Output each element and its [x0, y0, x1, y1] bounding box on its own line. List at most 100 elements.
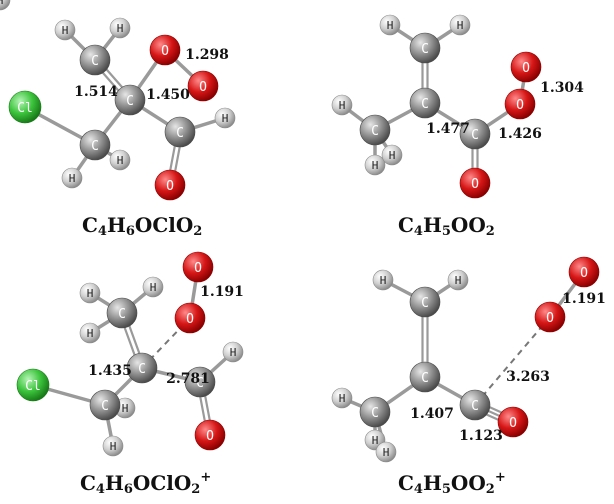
atom-label: H — [339, 392, 346, 405]
atom-c: C — [409, 87, 441, 119]
atom-c: C — [79, 44, 111, 76]
atom-o: O — [459, 167, 491, 199]
atom-label: C — [138, 362, 146, 377]
formula-part: + — [494, 470, 506, 485]
formula-part: 5 — [441, 482, 451, 497]
bond-length-label: 1.514 — [74, 84, 118, 100]
formula-part: OClO — [134, 213, 194, 237]
bond-length-label: 2.781 — [166, 371, 210, 387]
atom-h: H — [447, 269, 469, 291]
atom-o: O — [497, 406, 529, 438]
atom-label: H — [230, 346, 237, 359]
atom-label: O — [471, 177, 479, 192]
atom-h: H — [214, 107, 236, 129]
atom-o: O — [504, 88, 536, 120]
atom-label: C — [118, 307, 126, 322]
atom-o: O — [187, 70, 219, 102]
formula-part: H — [422, 213, 442, 237]
atom-label: C — [471, 399, 479, 414]
atom-c: C — [359, 114, 391, 146]
bond-length-label: 1.435 — [88, 363, 132, 379]
atom-h: H — [379, 14, 401, 36]
formula-part: 6 — [123, 482, 133, 497]
atom-label: C — [176, 126, 184, 141]
formula-part: 4 — [97, 224, 107, 239]
atom-label: H — [372, 434, 379, 447]
atom-label: C — [421, 296, 429, 311]
caption-c4h5oo2: C4H5OO2 — [398, 213, 495, 239]
atom-label: O — [199, 80, 207, 95]
atom-c: C — [459, 118, 491, 150]
caption-c4h6oclo2-cation: C4H6OClO2+ — [80, 470, 211, 497]
atom-h: H — [61, 167, 83, 189]
atom-label: O — [522, 61, 530, 76]
atom-label: C — [471, 128, 479, 143]
caption-c4h6oclo2: C4H6OClO2 — [82, 213, 202, 239]
atom-label: O — [194, 261, 202, 276]
bond-length-label: 1.407 — [410, 406, 454, 422]
atom-label: C — [421, 97, 429, 112]
atom-label: H — [383, 446, 390, 459]
atom-o: O — [194, 419, 226, 451]
atom-h: H — [0, 0, 11, 11]
atom-c: C — [79, 129, 111, 161]
formula-part: 2 — [485, 224, 495, 239]
atom-h: H — [449, 14, 471, 36]
formula-part: 2 — [191, 482, 201, 497]
atom-h: H — [102, 435, 124, 457]
atom-label: H — [0, 0, 3, 7]
formula-part: C — [398, 471, 414, 495]
atom-c: C — [164, 116, 196, 148]
atom-c: C — [106, 297, 138, 329]
atom-label: Cl — [17, 101, 33, 116]
formula-part: H — [422, 471, 442, 495]
bond-length-label: 3.263 — [506, 369, 550, 385]
atom-label: Cl — [25, 379, 41, 394]
atom-label: C — [371, 406, 379, 421]
atom-c: C — [459, 389, 491, 421]
atom-c: C — [409, 361, 441, 393]
atom-c: C — [359, 396, 391, 428]
atom-label: O — [186, 312, 194, 327]
formula-part: 4 — [413, 482, 423, 497]
bond-length-label: 1.304 — [540, 80, 584, 96]
atom-label: H — [87, 287, 94, 300]
atom-c: C — [114, 84, 146, 116]
atom-label: C — [101, 399, 109, 414]
formula-part: OClO — [132, 471, 192, 495]
atom-label: H — [380, 274, 387, 287]
atom-h: H — [79, 322, 101, 344]
atom-label: H — [389, 149, 396, 162]
atom-label: H — [117, 22, 124, 35]
atom-label: O — [161, 44, 169, 59]
atom-h: H — [142, 276, 164, 298]
atom-label: H — [387, 19, 394, 32]
atom-h: H — [381, 144, 403, 166]
atom-label: H — [117, 154, 124, 167]
atom-label: O — [509, 416, 517, 431]
atom-label: H — [122, 402, 129, 415]
atom-label: O — [546, 311, 554, 326]
atom-o: O — [182, 251, 214, 283]
bond-length-label: 1.450 — [146, 87, 190, 103]
atom-label: H — [222, 112, 229, 125]
atom-h: H — [331, 387, 353, 409]
formula-part: 6 — [125, 224, 135, 239]
formula-part: OO — [450, 213, 486, 237]
atom-cl: Cl — [16, 368, 50, 402]
atom-o: O — [534, 301, 566, 333]
atom-h: H — [375, 441, 397, 463]
atom-label: H — [69, 172, 76, 185]
atom-h: H — [79, 282, 101, 304]
atom-o: O — [510, 51, 542, 83]
atom-label: H — [87, 327, 94, 340]
formula-part: + — [200, 470, 212, 485]
atom-c: C — [409, 286, 441, 318]
formula-part: 2 — [485, 482, 495, 497]
atom-label: O — [206, 429, 214, 444]
atom-label: H — [372, 159, 379, 172]
formula-part: C — [80, 471, 96, 495]
